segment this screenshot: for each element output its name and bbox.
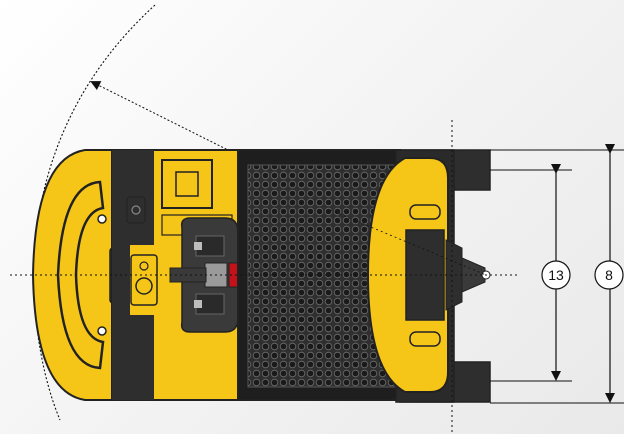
dimension-13: 13 — [490, 164, 572, 382]
tiller-button — [194, 242, 202, 250]
dimension-13-label: 13 — [548, 267, 564, 283]
backrest-bracket — [409, 204, 441, 220]
storage-tray — [161, 159, 213, 209]
tiller-button — [194, 300, 202, 308]
key-switch — [126, 196, 146, 224]
dimension-8: 8 — [490, 144, 624, 404]
chassis-dark-panel — [112, 315, 154, 400]
storage-tray-inner — [175, 171, 199, 197]
indicator-icon — [139, 261, 149, 271]
bolt-icon — [97, 326, 107, 336]
emergency-stop-icon — [135, 277, 153, 295]
backrest-bracket — [409, 331, 441, 347]
bolt-icon — [97, 214, 107, 224]
dimension-8-label: 8 — [605, 267, 613, 283]
mast-head — [445, 239, 463, 311]
counterweight-recess — [56, 180, 105, 370]
pivot-guide-line — [329, 209, 487, 276]
key-switch-icon — [131, 205, 141, 215]
chain-guide — [461, 257, 486, 293]
turning-radius-arrow — [90, 81, 249, 161]
chassis-dark-panel — [112, 245, 130, 315]
